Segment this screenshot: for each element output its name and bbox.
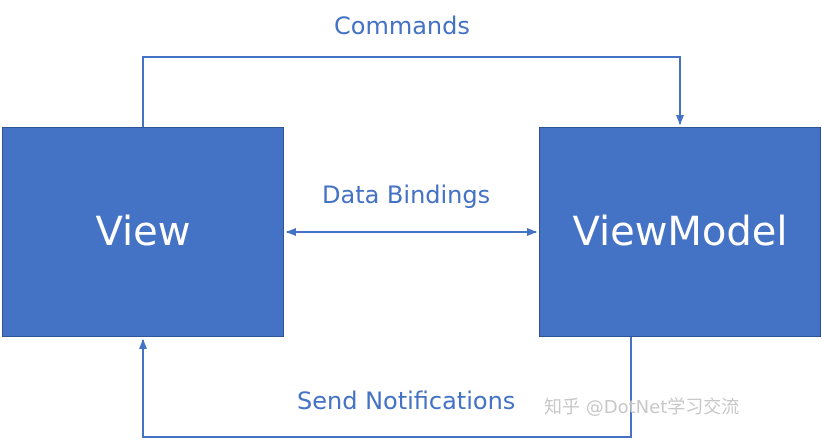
viewmodel-node-label: ViewModel — [572, 209, 788, 255]
commands-arrow — [142, 56, 684, 127]
watermark-text: 知乎 @DotNet学习交流 — [544, 397, 740, 418]
view-node: View — [2, 127, 284, 337]
data-bindings-label: Data Bindings — [322, 181, 491, 209]
send-notifications-arrow — [139, 337, 632, 438]
view-node-label: View — [95, 209, 191, 255]
commands-label: Commands — [334, 12, 470, 40]
send-notifications-label: Send Notifications — [297, 387, 516, 415]
viewmodel-node: ViewModel — [539, 127, 821, 337]
